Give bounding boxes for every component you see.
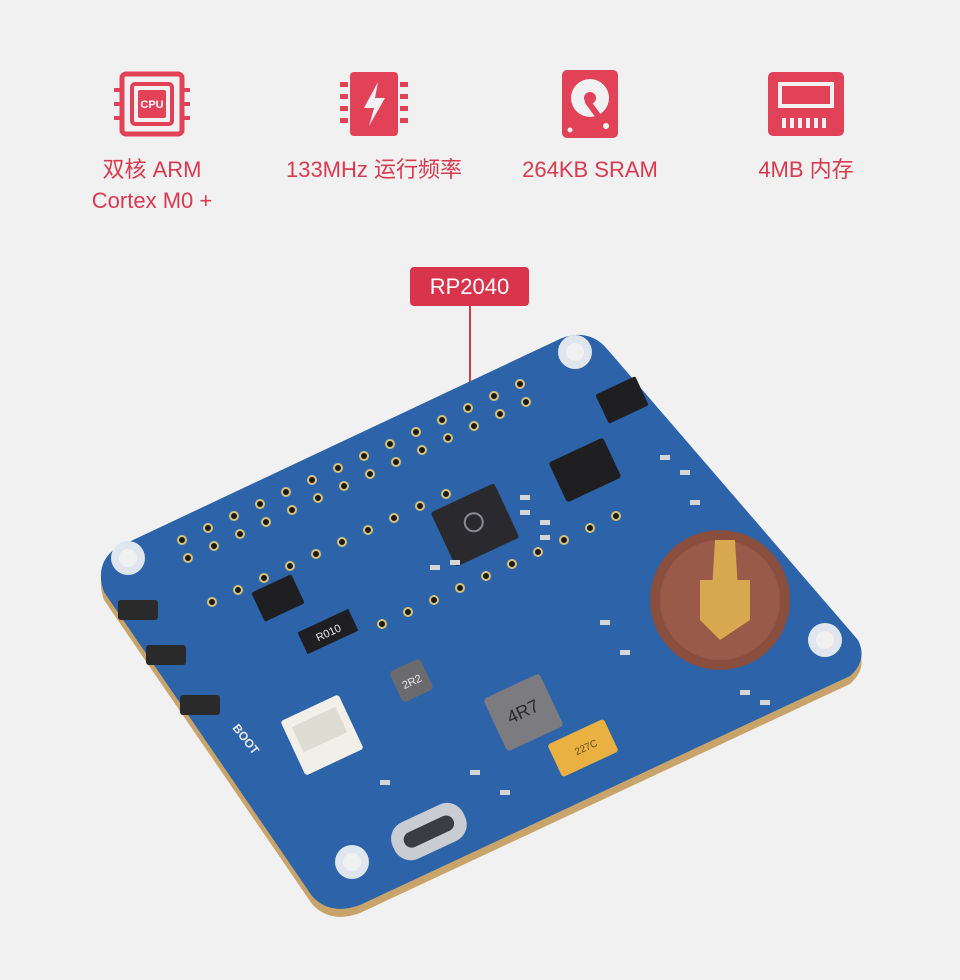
current-sense-resistor: R010 — [297, 608, 359, 655]
cpu-icon: CPU — [114, 71, 190, 137]
small-inductor: 2R2 — [390, 659, 433, 702]
hard-drive-icon — [562, 70, 618, 138]
coin-battery-holder — [650, 530, 790, 670]
battery-connector — [281, 695, 363, 775]
small-ic — [595, 376, 649, 424]
feature-label: 4MB 内存 — [758, 157, 854, 182]
rp2040-chip — [431, 484, 519, 566]
flash-chip — [549, 438, 621, 502]
usb-c-port — [391, 802, 467, 861]
smd-components — [380, 455, 770, 795]
regulator-ic — [251, 574, 305, 622]
feature-sram: 264KB SRAM — [480, 68, 700, 185]
feature-label: 133MHz 运行频率 — [285, 157, 463, 182]
large-inductor: 4R7 — [484, 674, 563, 751]
cpu-icon-text: CPU — [140, 99, 163, 111]
memory-card-icon — [768, 72, 844, 136]
feature-label: 双核 ARM Cortex M0 + — [91, 157, 213, 213]
feature-label: 264KB SRAM — [522, 157, 658, 182]
lightning-chip-icon — [340, 72, 408, 136]
rp2040-callout: RP2040 — [410, 267, 529, 306]
mounting-holes — [111, 335, 842, 879]
feature-dual-core: CPU 双核 ARM Cortex M0 + — [42, 68, 262, 216]
gpio-header-holes — [177, 379, 621, 629]
pcb-board — [100, 334, 862, 909]
tantalum-capacitor: 227C — [548, 719, 618, 777]
feature-frequency: 133MHz 运行频率 — [264, 68, 484, 185]
feature-memory: 4MB 内存 — [696, 68, 916, 185]
side-buttons — [118, 600, 220, 715]
